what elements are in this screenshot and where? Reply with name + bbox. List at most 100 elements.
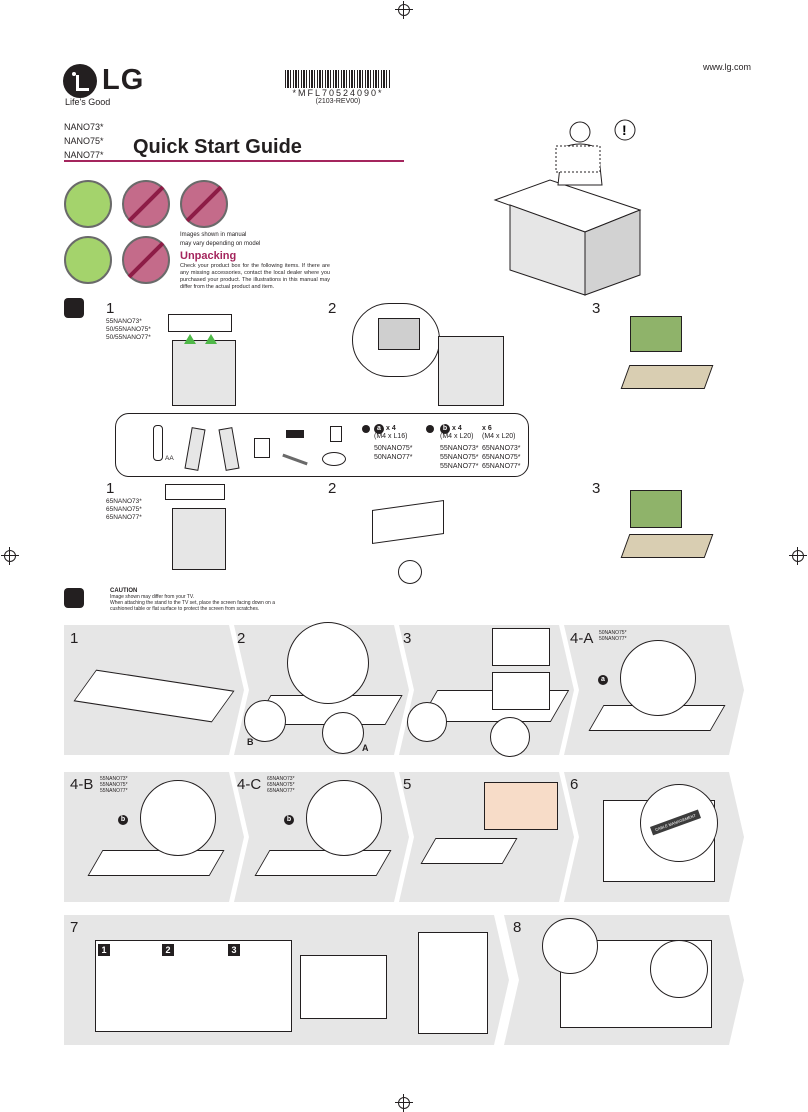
foam-packing: [168, 314, 232, 332]
screw-a-badge: a: [374, 424, 384, 434]
unpacking-hero-illustration: !: [493, 119, 642, 296]
lift-arrow: [205, 334, 217, 344]
unpack-step-1b: 1: [106, 480, 115, 497]
stand-detail-circle: [407, 702, 447, 742]
incorrect-lift-icon: [180, 180, 228, 228]
screw-detail-circle: [306, 780, 382, 856]
substep-badge: 3: [228, 944, 240, 956]
foam-packing: [165, 484, 225, 500]
stand-a-detail-circle: [322, 712, 364, 754]
cable-holder-detail-circle: [650, 940, 708, 998]
packing-box: [438, 336, 504, 406]
assembly-step-label: 4-C: [237, 776, 262, 793]
stand-b-label: B: [247, 737, 254, 747]
incorrect-hold-icon: [122, 236, 170, 284]
unpack-step-2b: 2: [328, 480, 337, 497]
tv-face-down: [420, 838, 518, 864]
assembly-step-label: 6: [570, 776, 579, 793]
registration-mark-right: [789, 547, 807, 565]
cleaning-brush-icon: [64, 588, 84, 608]
stand-detail-circle: [490, 717, 530, 757]
unpack-step-1: 1: [106, 300, 115, 317]
unpacking-text: Check your product box for the following…: [180, 263, 330, 290]
tv-screen: [630, 490, 682, 528]
tv-screen: [372, 499, 444, 545]
table-top: [620, 365, 714, 389]
assembly-step-label: 3: [403, 630, 412, 647]
screw-detail-circle: [140, 780, 216, 856]
packing-box: [172, 340, 236, 406]
assembly-step-label: 4-A: [570, 630, 594, 647]
barcode: [285, 70, 390, 88]
assembly-step-label: 4-B: [70, 776, 94, 793]
substep-panel: [95, 940, 292, 1032]
title-divider: [64, 160, 404, 162]
tv-face-down: [87, 850, 225, 876]
lock-detail-box: [492, 672, 550, 710]
assembly-step-models: 55NANO73* 55NANO75* 55NANO77*: [100, 776, 128, 794]
image-note: Images shown in manual may vary dependin…: [180, 232, 261, 247]
unpacking-title: Unpacking: [180, 250, 237, 262]
assembly-step-label: 2: [237, 630, 246, 647]
unpack-step-3: 3: [592, 300, 601, 317]
tv-screen: [378, 318, 420, 350]
wall-outlet-detail-circle: [542, 918, 598, 974]
unpack-step-1b-models: 65NANO73* 65NANO75* 65NANO77*: [106, 498, 142, 521]
table-top: [620, 534, 714, 558]
lg-logo-icon: [63, 64, 97, 98]
accessories-panel: [115, 413, 529, 477]
svg-text:!: !: [622, 122, 627, 138]
lift-arrow: [184, 334, 196, 344]
tv-rear-view: [300, 955, 387, 1019]
website-url[interactable]: www.lg.com: [703, 62, 752, 72]
model-item: NANO77*: [64, 150, 104, 160]
screw-a-icon: [362, 425, 370, 433]
packing-box: [172, 508, 226, 570]
registration-mark-bottom: [395, 1094, 413, 1112]
assembly-step-label: 5: [403, 776, 412, 793]
model-item: NANO73*: [64, 122, 104, 132]
assembly-step-models: 65NANO73* 65NANO75* 65NANO77*: [267, 776, 295, 794]
unpack-step-2: 2: [328, 300, 337, 317]
correct-hold-icon: [64, 236, 112, 284]
substep-badge: 1: [98, 944, 110, 956]
detail-zoom-circle: [398, 560, 422, 584]
assembly-step-models: 50NANO75* 50NANO77*: [599, 630, 627, 642]
lock-detail-box: [492, 628, 550, 666]
screw-b-info: x 4 (M4 x L20) 55NANO73* 55NANO75* 55NAN…: [440, 425, 479, 470]
stand-detail-circle: [287, 622, 369, 704]
tv-screen: [484, 782, 558, 830]
manual-icon: [254, 438, 270, 458]
unpack-step-3b: 3: [592, 480, 601, 497]
screw-a-info: x 4 (M4 x L16) 50NANO75* 50NANO77*: [374, 425, 413, 461]
power-cable-icon: [322, 452, 346, 466]
page-title: Quick Start Guide: [133, 136, 302, 158]
barcode-number: *MFL70524090*: [292, 88, 384, 98]
brand-name: LG: [102, 64, 145, 96]
registration-mark-top: [395, 1, 413, 19]
assembly-step-label: 8: [513, 919, 522, 936]
assembly-step-label: 7: [70, 919, 79, 936]
brand-slogan: Life's Good: [65, 97, 111, 107]
unpack-step-1-models: 55NANO73* 50/55NANO75* 50/55NANO77*: [106, 318, 151, 341]
cable-clip-detail: [418, 932, 488, 1034]
stand-a-label: A: [362, 743, 369, 753]
screw-badge: b: [284, 815, 294, 825]
tv-face-down: [254, 850, 392, 876]
substep-badge: 2: [162, 944, 174, 956]
cable-holder-icon: [286, 430, 304, 438]
remote-control-icon: [153, 425, 163, 461]
stand-b-detail-circle: [244, 700, 286, 742]
model-list: NANO73* NANO75* NANO77*: [64, 120, 104, 162]
battery-label: AA: [165, 455, 174, 462]
screw-detail-circle: [620, 640, 696, 716]
caution-note: CAUTION Image shown may differ from your…: [110, 588, 276, 612]
screw-badge: b: [118, 815, 128, 825]
tv-screen: [630, 316, 682, 352]
plug-icon: [330, 426, 342, 442]
screw-b-badge: b: [440, 424, 450, 434]
incorrect-carry-icon: [122, 180, 170, 228]
revision-code: (2103-REV00): [315, 98, 361, 105]
registration-mark-left: [1, 547, 19, 565]
screw-badge: a: [598, 675, 608, 685]
